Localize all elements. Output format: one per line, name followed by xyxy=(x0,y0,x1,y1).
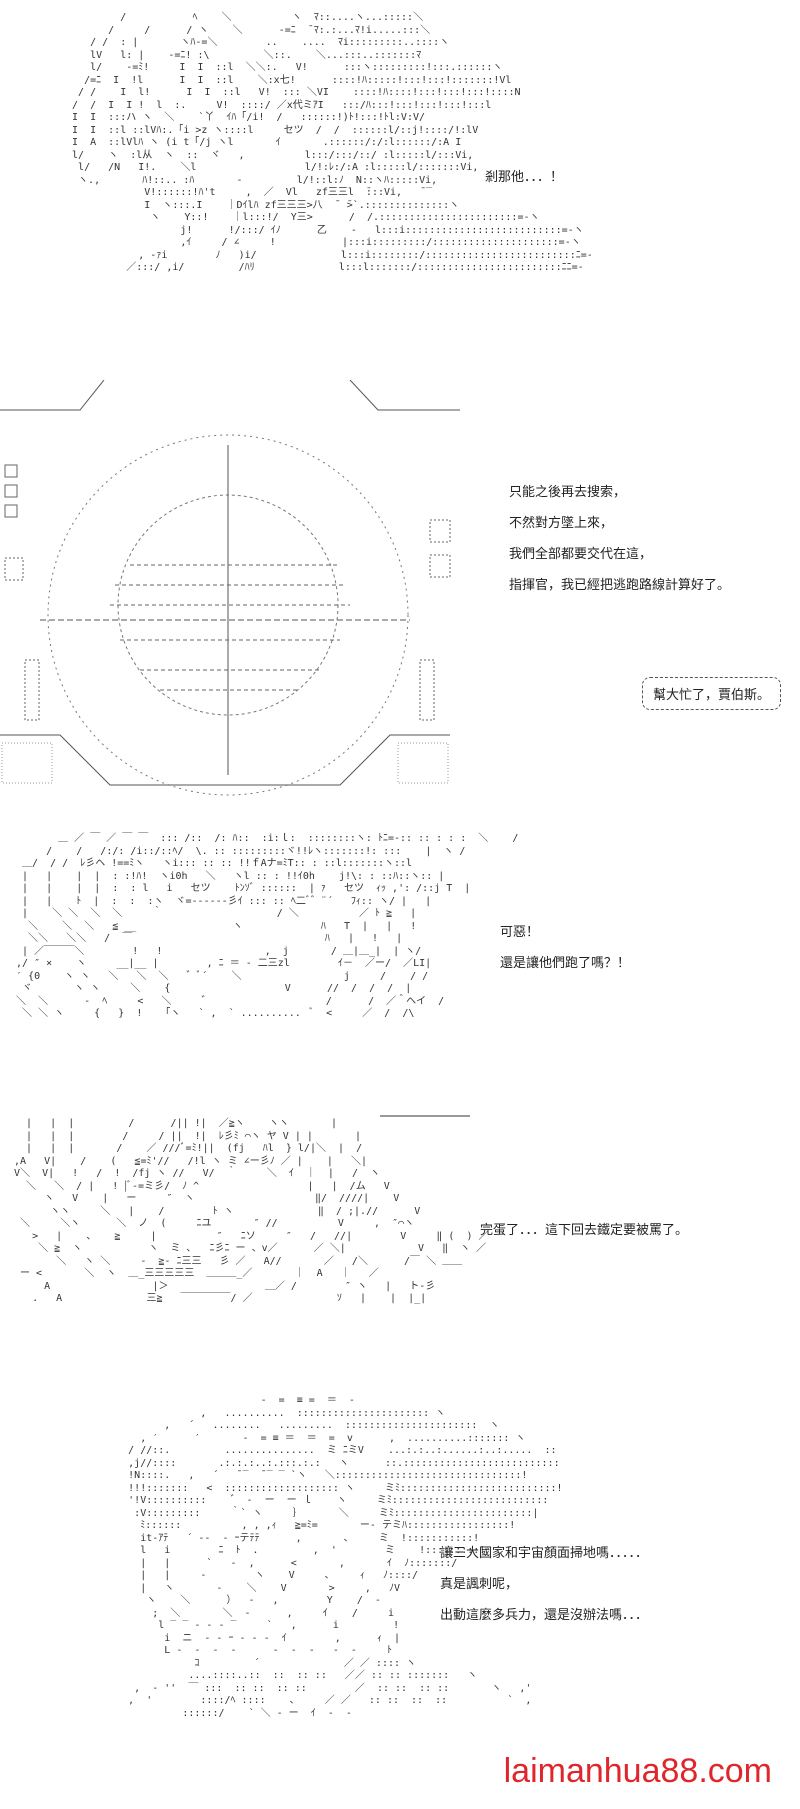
scope-reticle xyxy=(0,434,451,796)
dialogue-line: 指揮官，我已經把逃跑路線計算好了。 xyxy=(509,578,731,593)
speech-bubble: 幫大忙了，賈伯斯。 xyxy=(642,677,782,710)
dialogue-line: 完蛋了．．．這下回去鐵定要被罵了。 xyxy=(480,1223,689,1238)
panel-3: ＿ ／ ￣ ／ ￣ ￣ ::: /:: /: ﾊ:: :i:ｌ: :::::::… xyxy=(0,825,800,1100)
dialogue-line: 剎那他．．．！ xyxy=(485,170,564,185)
dialogue-line: 只能之後再去搜索， xyxy=(509,485,627,500)
ascii-art-figure-1: / ﾍ ＼ ヽ ﾏ::....ヽ...:::::＼ / / / ヽ ＼ -=ﾆ … xyxy=(72,12,593,273)
dialogue-line: 真是諷刺呢， xyxy=(440,1577,519,1592)
dialogue-line: 讓三大國家和宇宙顏面掃地嗎．．．．． xyxy=(440,1546,649,1561)
dialogue-line: 可惡！ xyxy=(500,925,540,940)
ascii-art-figure-5: - = ≡ = ＝ - , .......... :::::::::::::::… xyxy=(128,1395,563,1719)
site-watermark: laimanhua88.com xyxy=(503,1752,772,1790)
panel-2: 只能之後再去搜索， 不然對方墜上來， 我們全部都要交代在這， 指揮官，我已經把逃… xyxy=(0,415,800,815)
dialogue-line: 出動這麼多兵力，還是沒辦法嗎．．． xyxy=(440,1608,649,1623)
panel-divider xyxy=(0,380,460,411)
panel-5: - = ≡ = ＝ - , .......... :::::::::::::::… xyxy=(0,1385,800,1809)
dialogue-line: 還是讓他們跑了嗎？！ xyxy=(500,956,631,971)
ascii-art-figure-4: | | | / /|| !| ／≧ヽ ヽヽ | | | | / / || !| … xyxy=(14,1118,489,1304)
dialogue-line: 不然對方墜上來， xyxy=(509,516,614,531)
panel-divider xyxy=(380,1115,470,1117)
panel-4: | | | / /|| !| ／≧ヽ ヽヽ | | | | / / || !| … xyxy=(0,1108,800,1378)
dialogue-line: 我們全部都要交代在這， xyxy=(509,547,653,562)
panel-1: / ﾍ ＼ ヽ ﾏ::....ヽ...:::::＼ / / / ヽ ＼ -=ﾆ … xyxy=(0,0,800,411)
ascii-art-figure-3: ＿ ／ ￣ ／ ￣ ￣ ::: /:: /: ﾊ:: :i:ｌ: :::::::… xyxy=(16,833,519,1019)
